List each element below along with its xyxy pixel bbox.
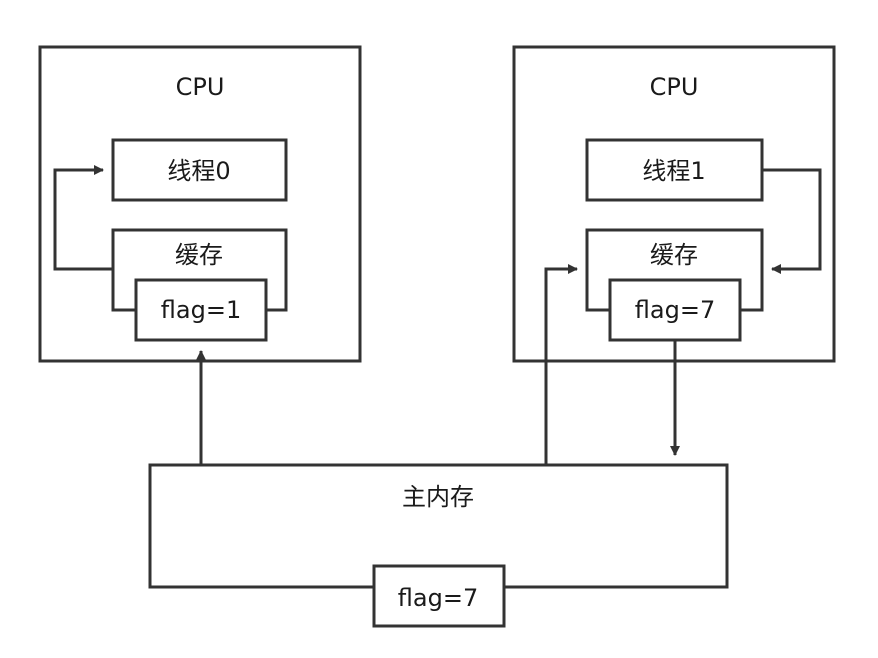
cpu-right-title: CPU [650, 73, 699, 101]
main-memory: 主内存 flag=7 [148, 463, 729, 628]
thread-1-to-cache-arrow [762, 168, 822, 274]
cpu-left: CPU 线程0 缓存 flag=1 [38, 45, 362, 363]
flag-left-box [134, 278, 268, 342]
cache-left-label: 缓存 [175, 241, 223, 269]
flag-left-label: flag=1 [161, 296, 241, 324]
cpu-left-title: CPU [176, 73, 225, 101]
cpu-right: CPU 线程1 缓存 flag=7 [512, 45, 836, 363]
flag-main-label: flag=7 [398, 584, 478, 612]
thread-0-box [111, 138, 288, 202]
flag-right-label: flag=7 [635, 296, 715, 324]
cache-right-label: 缓存 [650, 241, 698, 269]
thread-1-label: 线程1 [642, 157, 705, 185]
cache-to-thread-0-arrow [53, 165, 113, 271]
thread-0-label: 线程0 [167, 157, 230, 185]
main-memory-title: 主内存 [402, 483, 474, 511]
flag-right-box [608, 278, 742, 342]
flag-main-box [372, 564, 506, 628]
main-memory-to-right-cache-arrow [544, 264, 578, 465]
